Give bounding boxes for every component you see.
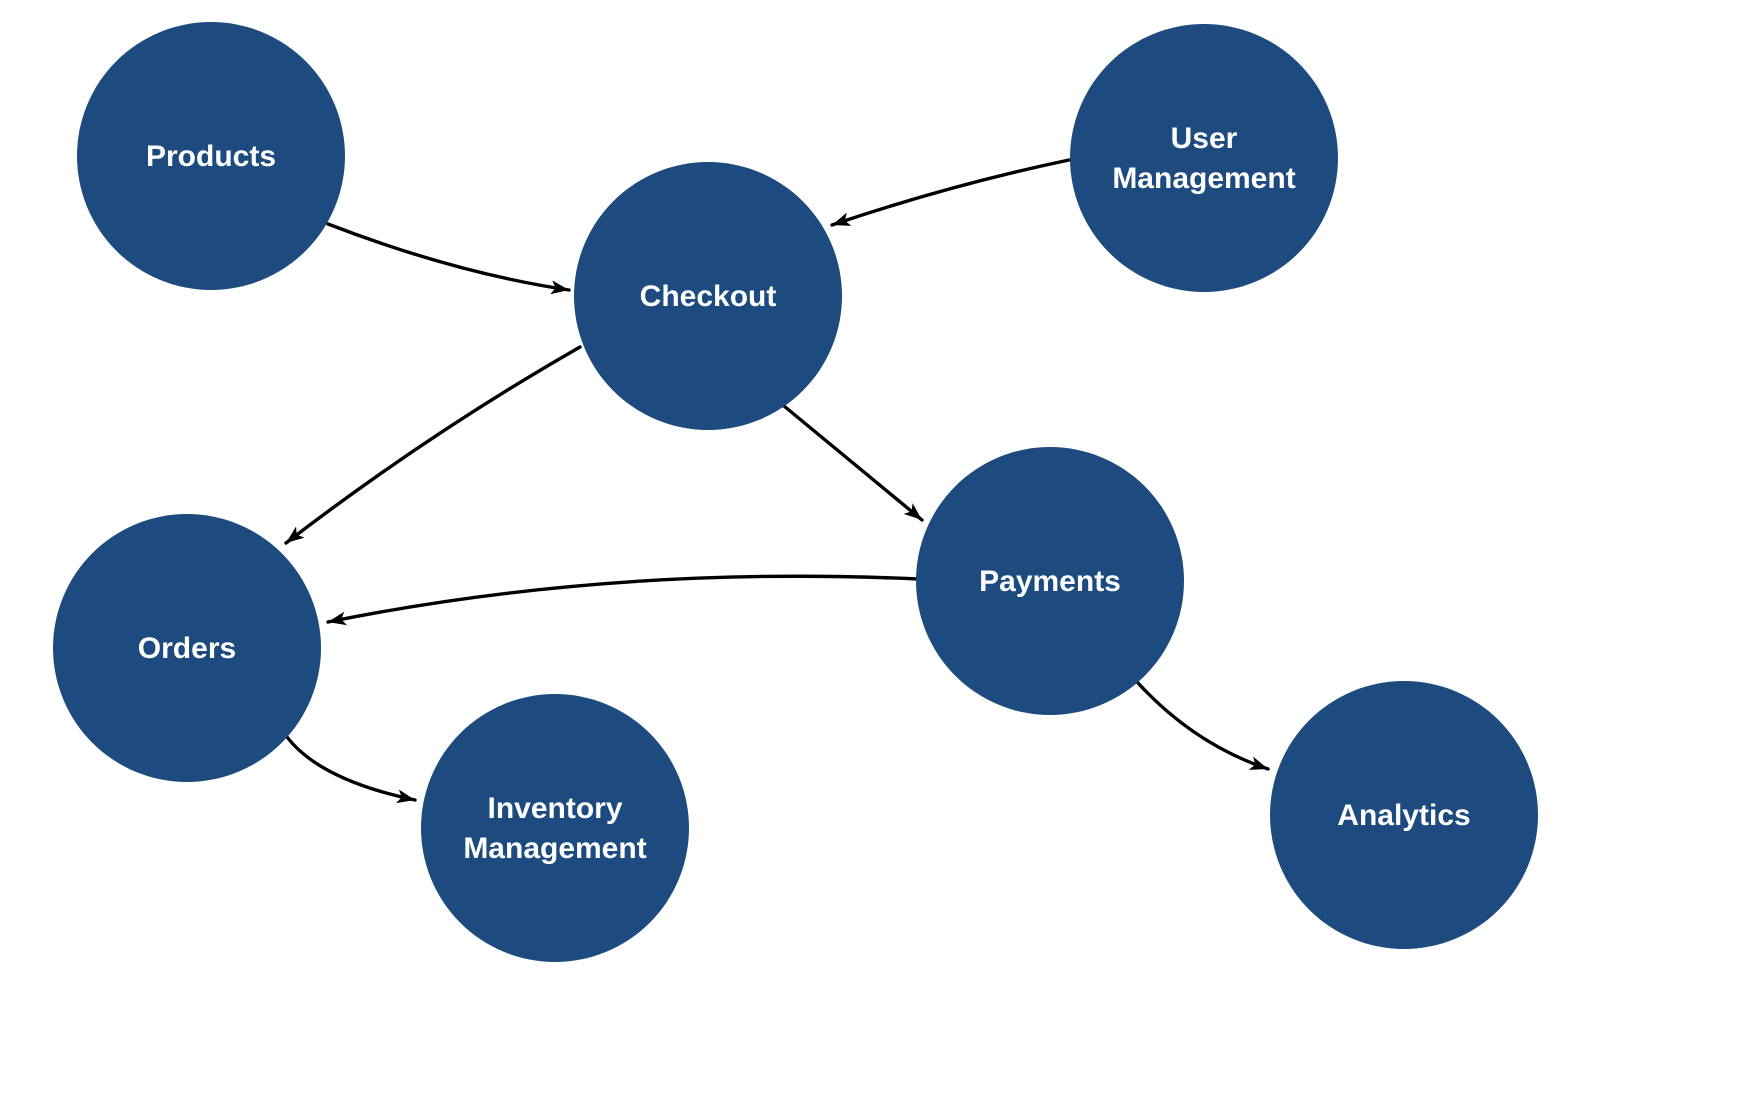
node-orders[interactable]: Orders bbox=[53, 514, 321, 782]
edge-user-management-to-checkout bbox=[830, 158, 1071, 227]
products-circle[interactable] bbox=[77, 22, 345, 290]
inventory-management-circle[interactable] bbox=[421, 694, 689, 962]
edge-checkout-to-payments bbox=[782, 404, 924, 522]
orders-circle[interactable] bbox=[53, 514, 321, 782]
payments-circle[interactable] bbox=[916, 447, 1184, 715]
node-analytics[interactable]: Analytics bbox=[1270, 681, 1538, 949]
node-checkout[interactable]: Checkout bbox=[574, 162, 842, 430]
edge-orders-to-inventory-management bbox=[285, 735, 417, 804]
checkout-circle[interactable] bbox=[574, 162, 842, 430]
node-payments[interactable]: Payments bbox=[916, 447, 1184, 715]
analytics-circle[interactable] bbox=[1270, 681, 1538, 949]
node-products[interactable]: Products bbox=[77, 22, 345, 290]
edge-payments-to-orders bbox=[326, 574, 920, 626]
edge-products-to-checkout bbox=[326, 222, 571, 295]
edge-checkout-to-orders bbox=[284, 345, 582, 545]
user-management-circle[interactable] bbox=[1070, 24, 1338, 292]
edge-payments-to-analytics bbox=[1136, 681, 1270, 771]
